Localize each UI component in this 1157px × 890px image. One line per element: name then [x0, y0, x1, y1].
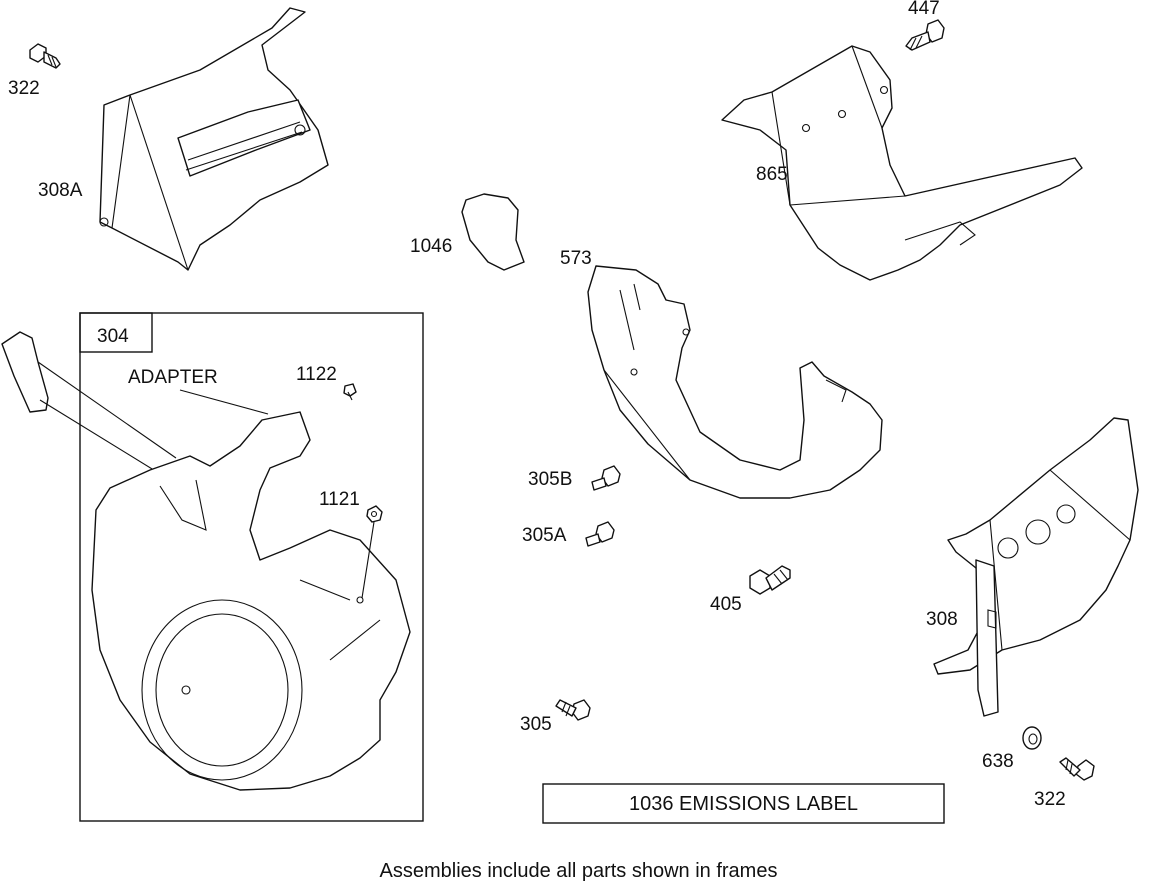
label-322-bottom: 322 — [1034, 789, 1066, 810]
shroud-308a — [99, 7, 329, 271]
label-308a: 308A — [38, 180, 83, 201]
label-322-top: 322 — [8, 78, 40, 99]
frame-304-tag — [79, 312, 153, 353]
bolt-322-bottom — [1059, 757, 1095, 781]
blower-housing-304 — [91, 411, 411, 791]
label-308: 308 — [926, 609, 958, 630]
washer-638 — [1022, 726, 1042, 750]
label-adapter: ADAPTER — [128, 367, 218, 388]
bolt-305b — [591, 465, 621, 491]
label-573: 573 — [560, 248, 592, 269]
label-405: 405 — [710, 594, 742, 615]
baffle-573 — [587, 265, 883, 499]
label-305: 305 — [520, 714, 552, 735]
label-304: 304 — [97, 326, 129, 347]
bracket-308 — [933, 417, 1139, 717]
label-638: 638 — [982, 751, 1014, 772]
adapter-leader-line — [179, 389, 269, 415]
label-305a: 305A — [522, 525, 567, 546]
label-305b: 305B — [528, 469, 572, 490]
label-447: 447 — [908, 0, 940, 19]
bolt-447 — [905, 19, 945, 51]
screw-1122 — [343, 383, 357, 401]
label-865: 865 — [756, 164, 788, 185]
label-1122: 1122 — [296, 364, 337, 385]
label-sticker-1046 — [461, 193, 525, 271]
footer-note: Assemblies include all parts shown in fr… — [379, 860, 778, 882]
nut-1121 — [361, 505, 383, 599]
frame-304 — [79, 312, 424, 822]
bolt-405 — [749, 565, 791, 595]
shield-865 — [721, 45, 1083, 281]
label-1046: 1046 — [410, 236, 452, 257]
bolt-322-top — [29, 43, 61, 69]
emissions-label-text: 1036 EMISSIONS LABEL — [628, 793, 858, 815]
bolt-305 — [555, 699, 591, 721]
bolt-305a — [585, 521, 615, 547]
adapter — [1, 331, 177, 481]
label-1121: 1121 — [319, 489, 360, 510]
emissions-label-box — [542, 783, 945, 824]
